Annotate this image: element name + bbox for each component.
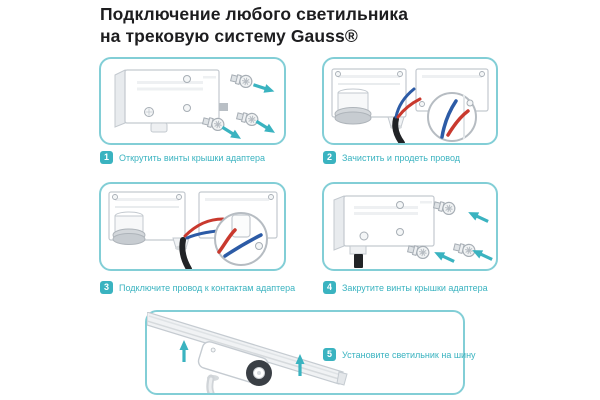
direction-arrow-icon — [250, 78, 278, 98]
red-wire — [183, 217, 225, 238]
step-1: 1 Открутить винты крышки адаптера — [100, 151, 265, 164]
screw-icon — [229, 71, 254, 90]
direction-arrow-icon — [464, 206, 492, 228]
power-cable — [392, 116, 405, 143]
direction-arrow-icon — [218, 121, 245, 143]
screw-icon — [432, 198, 457, 217]
direction-arrow-icon — [252, 115, 279, 139]
tighten-screws-illustration — [333, 195, 496, 268]
magnifier-inset — [427, 92, 477, 142]
unscrew-adapter-cover-illustration — [114, 69, 279, 143]
step-3-label: Подключите провод к контактам адаптера — [119, 282, 296, 293]
blue-wire — [394, 87, 416, 119]
step-3-number-badge: 3 — [100, 281, 113, 294]
step-5: 5 Установите светильник на шину — [323, 348, 476, 361]
connect-wires-illustration — [108, 191, 278, 269]
step-5-label: Установите светильник на шину — [342, 349, 476, 360]
page-title: Подключение любого светильника на треков… — [100, 3, 408, 47]
step-1-number-badge: 1 — [100, 151, 113, 164]
screw-icon — [235, 109, 260, 128]
step5-illustration-panel: 5 Установите светильник на шину — [145, 310, 476, 395]
power-cable — [354, 254, 363, 268]
step-3: 3 Подключите провод к контактам адаптера — [100, 281, 295, 294]
step2-illustration-panel — [322, 57, 498, 145]
step4-illustration-panel — [322, 182, 498, 271]
direction-arrow-icon — [177, 338, 191, 364]
adapter-base-plate — [331, 68, 407, 130]
step-4-label: Закрутите винты крышки адаптера — [342, 282, 488, 293]
step-4-number-badge: 4 — [323, 281, 336, 294]
step-4: 4 Закрутите винты крышки адаптера — [323, 281, 488, 294]
adapter-body — [333, 195, 435, 268]
install-on-track-illustration — [147, 312, 348, 393]
step-2-label: Зачистить и продеть провод — [342, 152, 461, 163]
adapter-base-plate — [108, 191, 190, 251]
red-wire — [396, 97, 422, 119]
step-1-label: Открутить винты крышки адаптера — [119, 152, 266, 163]
direction-arrow-icon — [430, 246, 458, 268]
magnifier-inset — [214, 212, 268, 266]
screw-icon — [452, 240, 477, 259]
step-5-number-badge: 5 — [323, 348, 336, 361]
step3-illustration-panel — [99, 182, 286, 271]
track-rail — [147, 312, 348, 386]
page-title-line1: Подключение любого светильника — [100, 4, 409, 24]
step-2: 2 Зачистить и продеть провод — [323, 151, 460, 164]
track-adapter — [197, 341, 272, 393]
step-2-number-badge: 2 — [323, 151, 336, 164]
adapter-body — [114, 69, 228, 133]
strip-thread-wire-illustration — [331, 68, 489, 143]
step1-illustration-panel — [99, 57, 286, 145]
page-title-line2: на трековую систему Gauss® — [100, 26, 358, 46]
power-cable — [179, 237, 192, 269]
